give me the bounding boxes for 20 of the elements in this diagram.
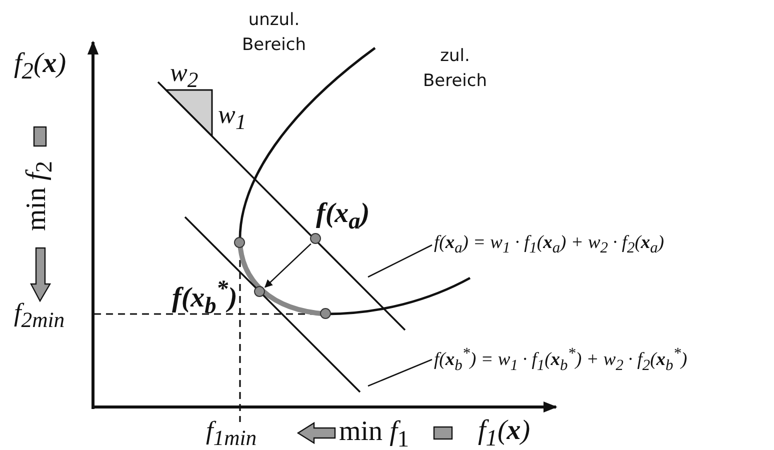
leader-line xyxy=(368,358,432,387)
arrow xyxy=(264,243,312,288)
weight-label: w$_{2}$ xyxy=(170,60,198,92)
region-label: zul. Bereich xyxy=(422,45,488,93)
point-marker xyxy=(234,237,245,248)
leader-line xyxy=(368,244,432,278)
axis-label: f$_{1}$(x) xyxy=(478,417,530,450)
point-label: f(x$_{b}$$^{*}$) xyxy=(172,278,238,318)
formula-text: f(x$_{b}$$^{*}$) = w$_{1}$ · f$_{1}$(x$_{b}$$^{*}$) + w$_{2}$ · f$_{2}$(x$_{b}$$^{*}$) xyxy=(434,346,688,374)
direction-label: min f$_{1}$ xyxy=(339,418,410,450)
point-marker xyxy=(310,233,321,244)
min-value-label: f$_{2min}$ xyxy=(14,300,65,332)
formula-text: f(x$_{a}$) = w$_{1}$ · f$_{1}$(x$_{a}$) + w$_{2}$ · f$_{2}$(x$_{a}$) xyxy=(434,234,664,256)
point-marker xyxy=(254,286,265,297)
region-label: unzul. Bereich xyxy=(240,9,308,57)
min-value-label: f$_{1min}$ xyxy=(206,418,257,450)
point-label: f(x$_{a}$) xyxy=(316,200,370,234)
weight-label: w$_{1}$ xyxy=(218,102,246,134)
axis-label: f$_{2}$(x) xyxy=(14,50,66,84)
point-marker xyxy=(320,308,331,319)
